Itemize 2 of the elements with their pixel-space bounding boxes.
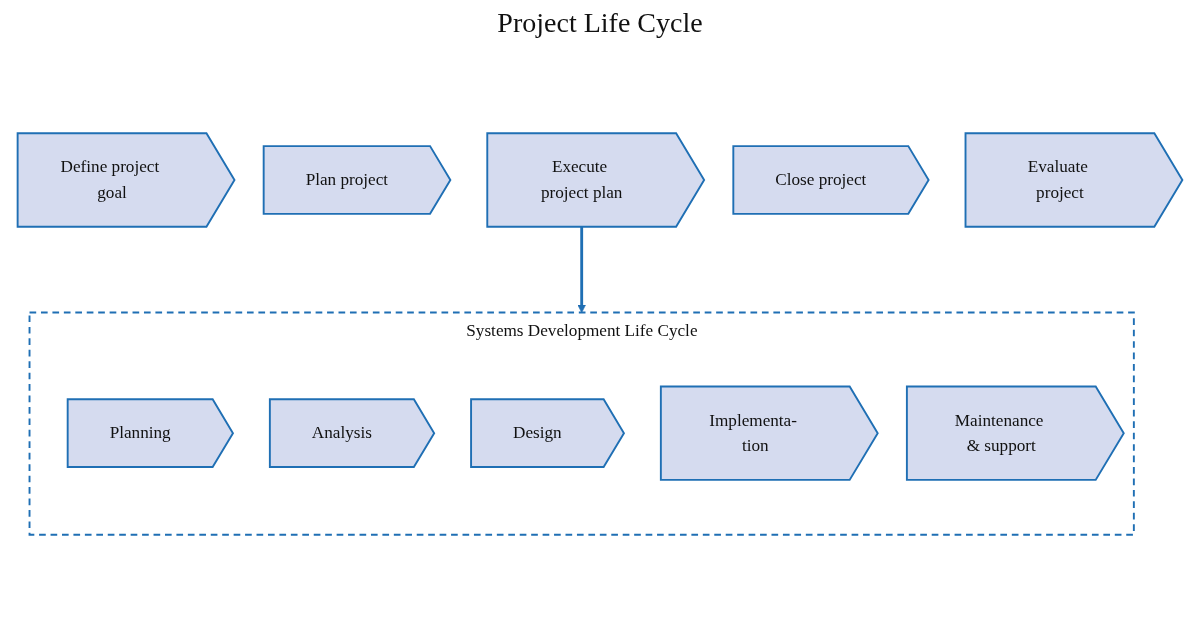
diagram-title: Project Life Cycle (497, 6, 703, 40)
arrow (577, 226, 586, 313)
